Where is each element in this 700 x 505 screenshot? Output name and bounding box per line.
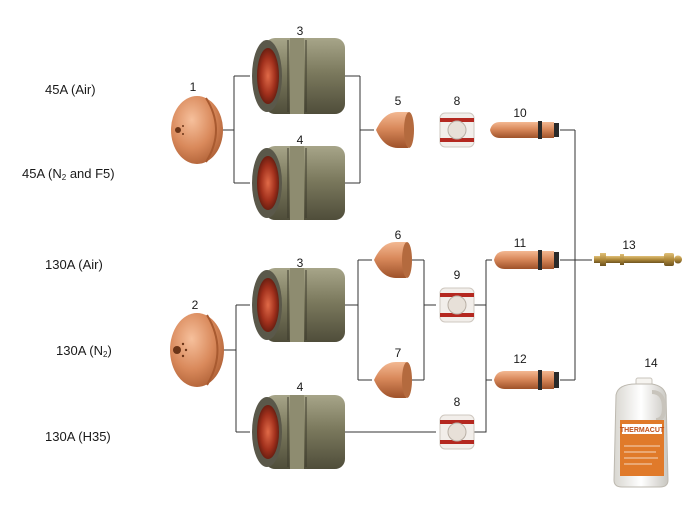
part-number-nozzle-130-air: 6: [394, 228, 402, 242]
nozzle-45: [376, 112, 414, 148]
part-number-electrode-130-air: 11: [513, 236, 527, 250]
swirl-ring-45: [439, 112, 475, 148]
config-label-130a-h35: 130A (H35): [45, 429, 111, 444]
part-number-retaining-cap-45-air: 3: [296, 24, 304, 38]
shield-130a: [170, 313, 224, 387]
coolant-bottle: THERMACUT: [613, 377, 669, 488]
swirl-ring-130-h35: [439, 414, 475, 450]
part-number-electrode-130-h35: 12: [513, 352, 527, 366]
part-number-retaining-cap-130-h35: 4: [296, 380, 304, 394]
electrode-130-air: [494, 250, 559, 270]
config-label-130a-air: 130A (Air): [45, 257, 103, 272]
part-number-retaining-cap-45-n2: 4: [296, 133, 304, 147]
part-number-retaining-cap-130-air: 3: [296, 256, 304, 270]
nozzle-130-n2: [374, 362, 412, 398]
config-label-130a-n2: 130A (N2): [56, 343, 112, 359]
part-number-coolant: 14: [644, 356, 658, 370]
retaining-cap-130-air: [252, 268, 345, 342]
swirl-ring-130-air: [439, 287, 475, 323]
part-number-electrode-45: 10: [513, 106, 527, 120]
part-number-nozzle-45: 5: [394, 94, 402, 108]
part-number-nozzle-130-n2: 7: [394, 346, 402, 360]
connector-lines: [222, 75, 592, 433]
part-number-shield-130: 2: [191, 298, 199, 312]
electrode-130-h35: [494, 370, 559, 390]
part-number-swirl-ring-45: 8: [453, 94, 461, 108]
part-number-shield-45: 1: [189, 80, 197, 94]
config-label-45a-air: 45A (Air): [45, 82, 96, 97]
part-number-swirl-ring-130-air: 9: [453, 268, 461, 282]
part-number-swirl-ring-130-h35: 8: [453, 395, 461, 409]
retaining-cap-45-air: [252, 38, 345, 114]
coolant-brand-text: THERMACUT: [620, 427, 665, 434]
shield-45a: [171, 96, 223, 164]
torch-tube: [594, 253, 682, 266]
nozzle-130-air: [374, 242, 412, 278]
config-label-45a-n2-f5: 45A (N2 and F5): [22, 166, 115, 182]
retaining-cap-45-n2: [252, 146, 345, 220]
part-number-torch-tube: 13: [622, 238, 636, 252]
retaining-cap-130-h35: [252, 395, 345, 469]
electrode-45: [490, 121, 559, 139]
